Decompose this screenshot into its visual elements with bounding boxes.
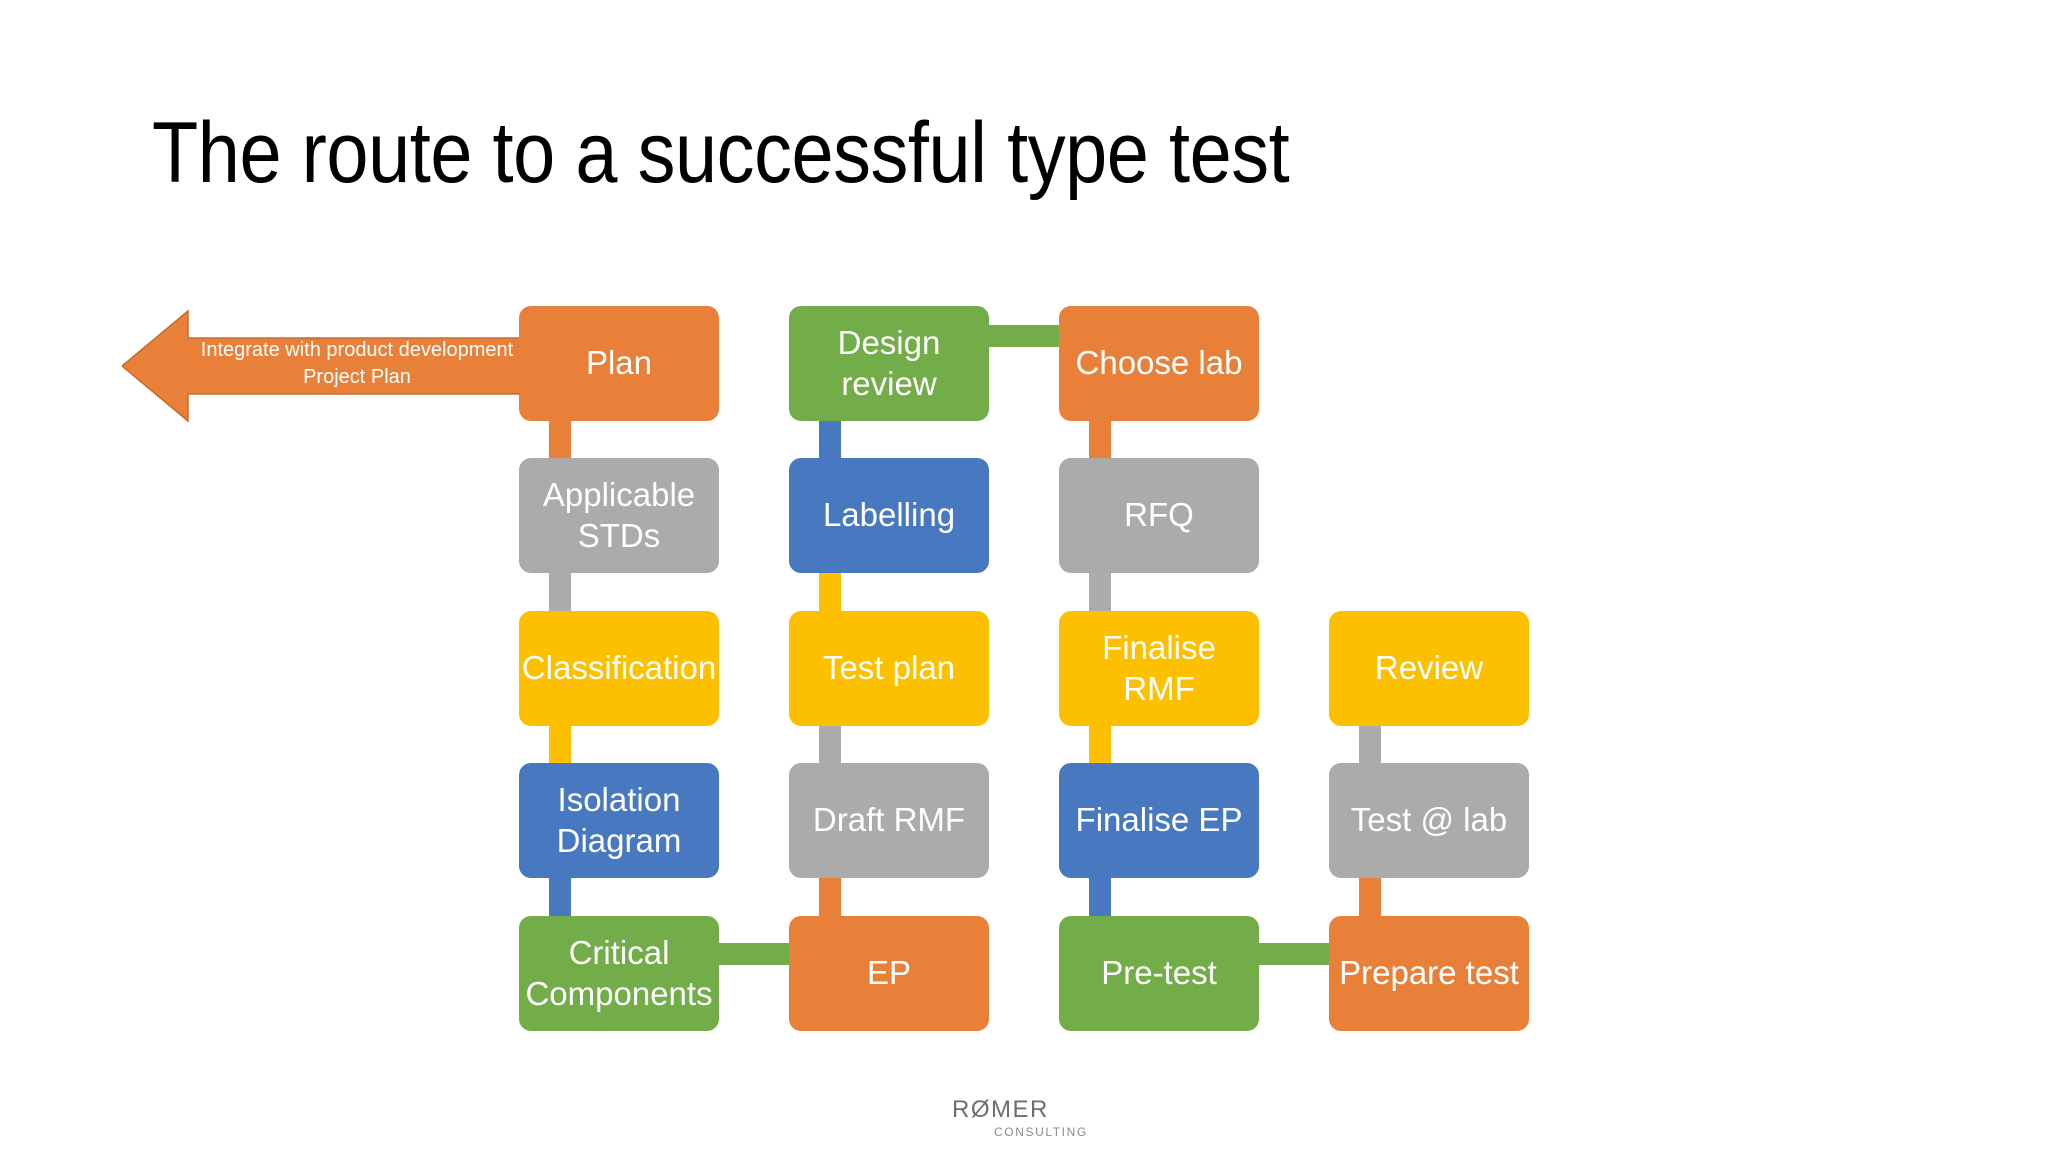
flow-box-isolation-diagram[interactable]: Isolation Diagram [519,763,719,878]
connector-isolation-diagram-critical-components [549,874,571,918]
flow-box-labelling[interactable]: Labelling [789,458,989,573]
integrate-arrow-label: Integrate with product development Proje… [192,337,522,391]
connector-test-plan-draft-rmf [819,722,841,766]
connector-finalise-rmf-finalise-ep [1089,722,1111,766]
flow-box-test-at-lab[interactable]: Test @ lab [1329,763,1529,878]
logo-wordmark: RØMER [952,1096,1049,1123]
flow-box-design-review[interactable]: Design review [789,306,989,421]
integrate-arrow-line1: Integrate with product development [200,339,514,361]
connector-labelling-test-plan [819,570,841,614]
connector-pre-test-prepare-test [1255,943,1335,965]
flow-box-plan[interactable]: Plan [519,306,719,421]
flow-box-choose-lab[interactable]: Choose lab [1059,306,1259,421]
connector-design-review-choose-lab [985,325,1065,347]
connector-test-at-lab-prepare-test [1359,874,1381,918]
flow-box-finalise-ep[interactable]: Finalise EP [1059,763,1259,878]
flow-box-prepare-test[interactable]: Prepare test [1329,916,1529,1031]
flow-box-pre-test[interactable]: Pre-test [1059,916,1259,1031]
connector-plan-applicable-stds [549,418,571,458]
connector-applicable-stds-classification [549,570,571,614]
connector-choose-lab-rfq [1089,418,1111,458]
flow-box-draft-rmf[interactable]: Draft RMF [789,763,989,878]
flow-box-review[interactable]: Review [1329,611,1529,726]
flow-box-test-plan[interactable]: Test plan [789,611,989,726]
connector-classification-isolation-diagram [549,722,571,766]
romer-consulting-logo: RØMER CONSULTING [952,1096,1112,1139]
integrate-arrow-line2: Project Plan [303,366,411,388]
connector-draft-rmf-ep [819,874,841,918]
logo-tagline: CONSULTING [994,1125,1088,1139]
connector-review-test-at-lab [1359,722,1381,766]
left-arrow-shape [122,309,530,423]
connector-finalise-ep-pre-test [1089,874,1111,918]
flow-box-ep[interactable]: EP [789,916,989,1031]
flow-box-rfq[interactable]: RFQ [1059,458,1259,573]
integrate-arrow: Integrate with product development Proje… [122,305,530,427]
flow-box-classification[interactable]: Classification [519,611,719,726]
connector-design-review-labelling [819,418,841,458]
page-title: The route to a successful type test [152,105,1290,201]
flow-box-finalise-rmf[interactable]: Finalise RMF [1059,611,1259,726]
connector-critical-components-ep [715,943,795,965]
flow-box-critical-components[interactable]: Critical Components [519,916,719,1031]
connector-rfq-finalise-rmf [1089,570,1111,614]
flow-box-applicable-stds[interactable]: Applicable STDs [519,458,719,573]
